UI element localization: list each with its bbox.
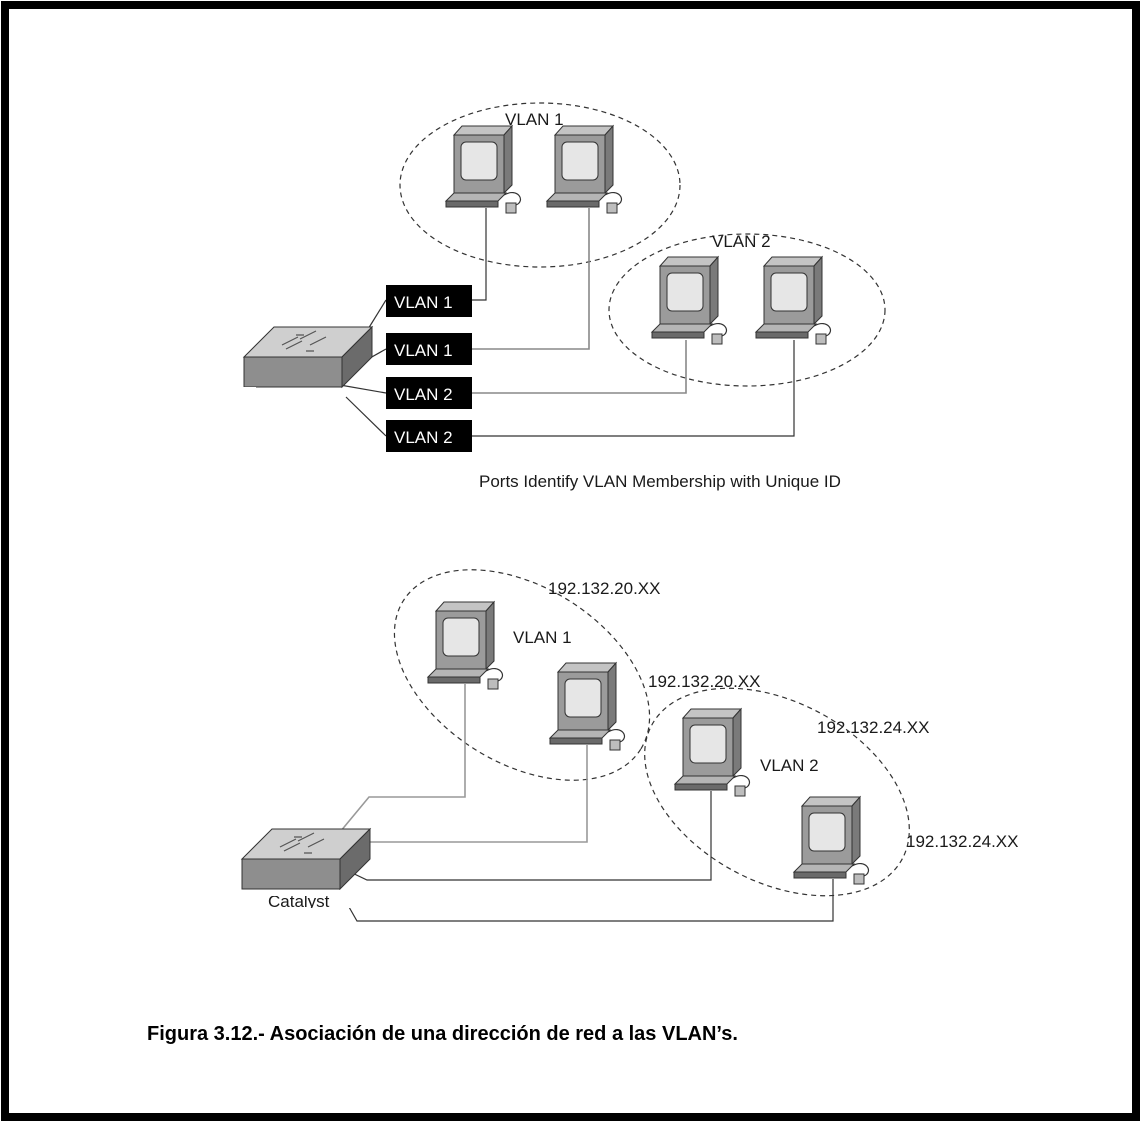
figure-caption: Figura 3.12.- Asociación de una direcció…	[147, 1023, 738, 1045]
cable	[345, 791, 712, 881]
vlan1-label: VLAN 1	[513, 628, 572, 647]
svg-text:VLAN 1: VLAN 1	[394, 341, 453, 360]
cable	[339, 684, 466, 833]
cable	[339, 384, 387, 394]
svg-text:VLAN 2: VLAN 2	[394, 385, 453, 404]
cable	[472, 208, 590, 350]
vlan2-subnet-label: 192.132.24.XX	[906, 832, 1018, 851]
cable	[344, 879, 834, 922]
vlan2-subnet-label: 192.132.24.XX	[817, 718, 929, 737]
port-label: VLAN 2	[386, 377, 472, 409]
vlan1-subnet-label: 192.132.20.XX	[648, 672, 760, 691]
port-label: VLAN 1	[386, 285, 472, 317]
vlan2-label: VLAN 2	[760, 756, 819, 775]
cable	[365, 745, 588, 843]
vlan2-ellipse	[644, 687, 910, 897]
top-diagram-caption: Ports Identify VLAN Membership with Uniq…	[479, 472, 841, 491]
cable	[472, 340, 795, 437]
port-label: VLAN 2	[386, 420, 472, 452]
vlan2-group-ellipse	[608, 233, 886, 387]
top-diagram: VLAN 1 VLAN 2 VLAN 1 VLAN 1 VLAN	[236, 102, 886, 491]
vlan1-group-label: VLAN 1	[505, 110, 564, 129]
vlan1-subnet-label: 192.132.20.XX	[548, 579, 660, 598]
vlan1-ellipse	[393, 569, 651, 781]
vlan1-group-ellipse	[399, 102, 681, 268]
cable	[345, 396, 387, 437]
cable	[369, 348, 387, 359]
switch-label: Catalyst	[268, 892, 330, 911]
svg-text:VLAN 1: VLAN 1	[394, 293, 453, 312]
svg-text:VLAN 2: VLAN 2	[394, 428, 453, 447]
cable	[472, 208, 487, 301]
cable	[472, 340, 687, 394]
vlan2-group-label: VLAN 2	[712, 232, 771, 251]
bottom-diagram: Catalyst 192.132.20.XX VLAN 1 192.132.20…	[236, 569, 1018, 922]
port-label: VLAN 1	[386, 333, 472, 365]
